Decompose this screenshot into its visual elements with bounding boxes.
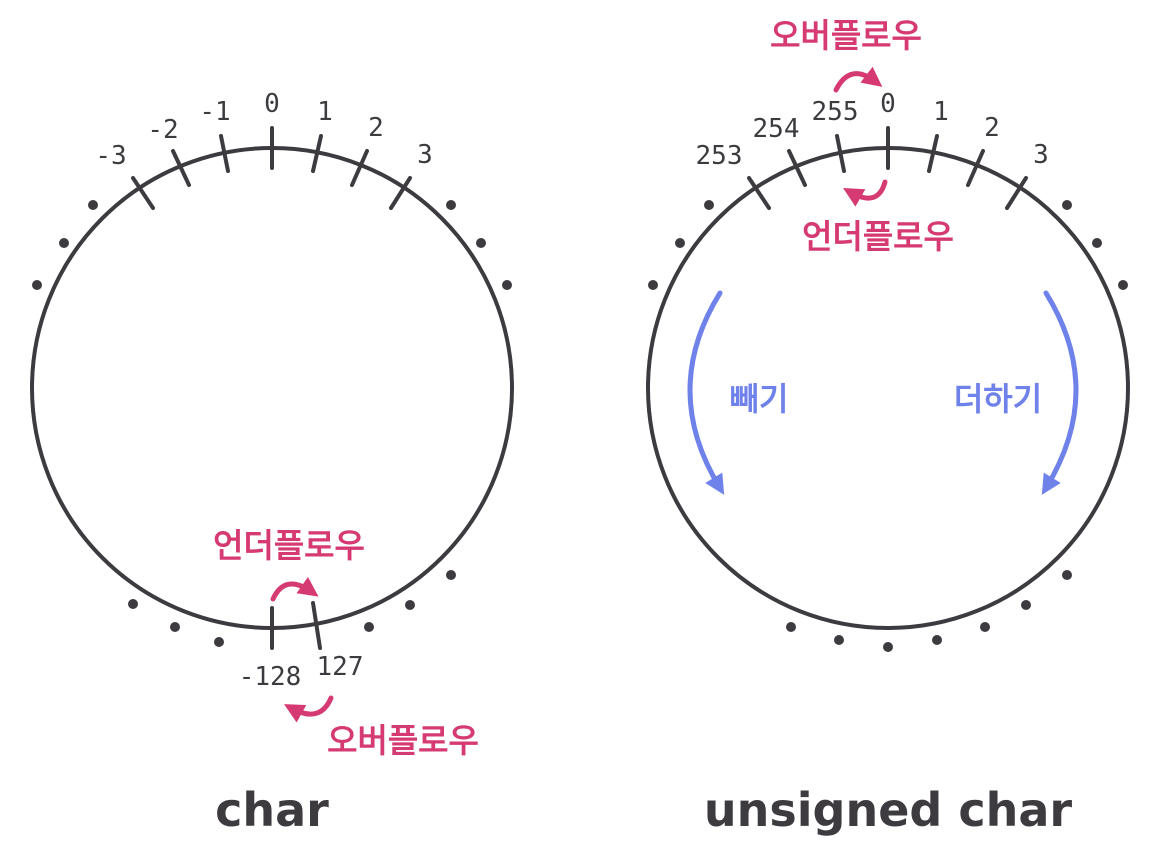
unsigned-char-group: 253 254 255 0 1 2 3 오버플로우 언더플로우 <box>646 16 1130 837</box>
tick-minus-2 <box>171 149 191 187</box>
curved-arrow-icon <box>843 179 888 207</box>
dot-icon <box>214 637 224 647</box>
signed-char-group: -3 -2 -1 0 1 2 3 -128 127 <box>30 89 514 837</box>
dot-icon <box>1118 280 1128 290</box>
label-2: 2 <box>368 113 384 143</box>
dot-icon <box>170 622 180 632</box>
label-253: 253 <box>696 141 743 171</box>
arc-arrow-icon <box>1041 290 1079 495</box>
signed-top-ticks <box>131 126 412 210</box>
dot-icon <box>502 280 512 290</box>
label-minus-128: -128 <box>239 662 302 692</box>
dot-icon <box>932 635 942 645</box>
subtract-label: 빼기 <box>730 380 789 418</box>
label-minus-2: -2 <box>147 115 178 145</box>
signed-top-labels: -3 -2 -1 0 1 2 3 <box>95 89 432 171</box>
tick-3 <box>1005 176 1028 210</box>
unsigned-underflow-label: 언더플로우 <box>802 217 954 256</box>
dot-icon <box>1062 200 1072 210</box>
tick-254 <box>787 149 807 187</box>
tick-minus-1 <box>219 134 230 173</box>
dot-icon <box>980 622 990 632</box>
signed-bottom-ticks <box>270 601 322 650</box>
tick-2 <box>350 149 369 187</box>
label-3: 3 <box>417 140 433 170</box>
tick-1 <box>927 134 939 173</box>
dot-icon <box>364 622 374 632</box>
tick-255 <box>835 134 846 173</box>
signed-underflow-label: 언더플로우 <box>213 526 365 565</box>
label-minus-3: -3 <box>95 141 126 171</box>
signed-caption: char <box>215 783 329 837</box>
tick-1 <box>311 134 323 173</box>
dot-icon <box>88 200 98 210</box>
unsigned-caption: unsigned char <box>704 783 1073 837</box>
unsigned-overflow-label: 오버플로우 <box>770 16 922 55</box>
dot-icon <box>128 599 138 609</box>
dot-icon <box>405 600 415 610</box>
label-2: 2 <box>984 113 1000 143</box>
dot-icon <box>1062 570 1072 580</box>
tick-253 <box>747 176 771 210</box>
signed-overflow-label: 오버플로우 <box>327 721 479 760</box>
dot-icon <box>834 635 844 645</box>
dot-icon <box>446 570 456 580</box>
dot-icon <box>1092 238 1102 248</box>
dot-icon <box>675 238 685 248</box>
tick-127 <box>311 601 322 650</box>
label-1: 1 <box>933 97 949 127</box>
dot-icon <box>786 622 796 632</box>
label-127: 127 <box>317 652 364 682</box>
add-label: 더하기 <box>954 380 1042 418</box>
curved-arrow-icon <box>283 695 334 723</box>
label-1: 1 <box>317 97 333 127</box>
tick-minus-3 <box>131 176 155 210</box>
label-minus-1: -1 <box>199 97 230 127</box>
signed-ellipsis-dots <box>32 200 512 647</box>
arc-arrow-icon <box>687 290 725 495</box>
dot-icon <box>476 238 486 248</box>
unsigned-top-ticks <box>747 126 1028 210</box>
tick-2 <box>966 149 985 187</box>
tick-3 <box>389 176 412 210</box>
label-254: 254 <box>753 114 800 144</box>
label-0: 0 <box>880 89 896 119</box>
unsigned-ellipsis-dots <box>648 200 1128 652</box>
label-0: 0 <box>264 89 280 119</box>
dot-icon <box>648 280 658 290</box>
dot-icon <box>704 200 714 210</box>
label-3: 3 <box>1033 140 1049 170</box>
curved-arrow-icon <box>270 576 319 602</box>
dot-icon <box>59 238 69 248</box>
dot-icon <box>883 642 893 652</box>
dot-icon <box>446 200 456 210</box>
dot-icon <box>32 280 42 290</box>
label-255: 255 <box>812 97 859 127</box>
curved-arrow-icon <box>833 66 883 93</box>
dot-icon <box>1021 600 1031 610</box>
unsigned-top-labels: 253 254 255 0 1 2 3 <box>696 89 1049 171</box>
